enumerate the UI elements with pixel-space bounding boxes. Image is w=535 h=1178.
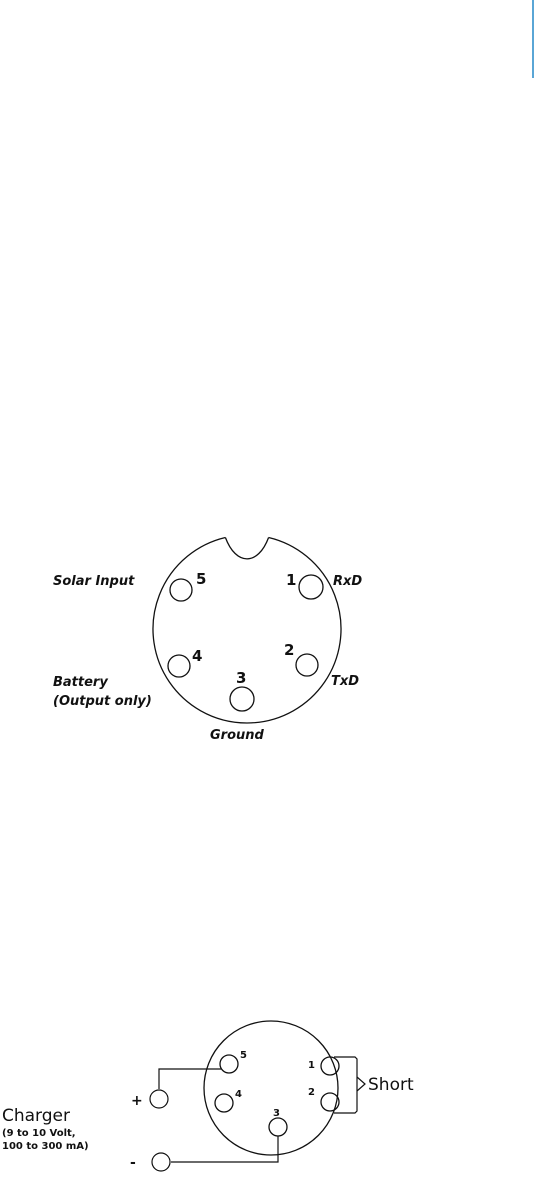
pin-5-socket	[170, 579, 192, 601]
charge-pin-1-number: 1	[308, 1060, 315, 1071]
charger-spec-line1: (9 to 10 Volt,	[2, 1128, 76, 1139]
charge-pin-3-number: 3	[273, 1108, 280, 1119]
charge-pin-5-socket	[220, 1055, 238, 1073]
charger-spec-line2: 100 to 300 mA)	[2, 1141, 89, 1152]
pin-5-number: 5	[196, 570, 206, 588]
pin-3-number: 3	[236, 669, 246, 687]
charger-wires	[159, 1069, 278, 1162]
pin-1-number: 1	[286, 571, 296, 589]
charger-wiring-diagram: 1 2 3 4 5 Short + - Charger (9 to 10 Vol…	[2, 1021, 414, 1171]
charge-pin-5-number: 5	[240, 1050, 247, 1061]
charge-pin-4-socket	[215, 1094, 233, 1112]
pin-4-signal-label-line1: Battery	[53, 675, 108, 690]
positive-sign: +	[131, 1093, 143, 1109]
pin-1-signal-label: RxD	[333, 574, 362, 589]
pin-3-signal-label: Ground	[210, 728, 265, 743]
pin-5-signal-label: Solar Input	[53, 574, 135, 589]
charger-title: Charger	[2, 1106, 70, 1126]
pin-4-signal-label-line2: (Output only)	[53, 694, 152, 709]
pin-2-number: 2	[284, 641, 294, 659]
charger-negative-terminal	[152, 1153, 170, 1171]
pin-4-number: 4	[192, 647, 202, 665]
connector-pinout-diagram: 1 2 3 4 5 RxD TxD Ground Battery (Output…	[53, 538, 362, 744]
negative-sign: -	[130, 1155, 136, 1171]
short-label: Short	[368, 1075, 414, 1095]
charge-pin-1-socket	[321, 1057, 339, 1075]
charge-pin-3-socket	[269, 1118, 287, 1136]
charger-positive-terminal	[150, 1090, 168, 1108]
pin-4-socket	[168, 655, 190, 677]
charge-pin-4-number: 4	[235, 1089, 242, 1100]
pin-3-socket	[230, 687, 254, 711]
connector-housing	[153, 538, 341, 723]
charge-pin-2-number: 2	[308, 1087, 315, 1098]
connector-body	[204, 1021, 338, 1155]
pin-2-signal-label: TxD	[331, 674, 359, 689]
pin-1-socket	[299, 575, 323, 599]
pin-2-socket	[296, 654, 318, 676]
